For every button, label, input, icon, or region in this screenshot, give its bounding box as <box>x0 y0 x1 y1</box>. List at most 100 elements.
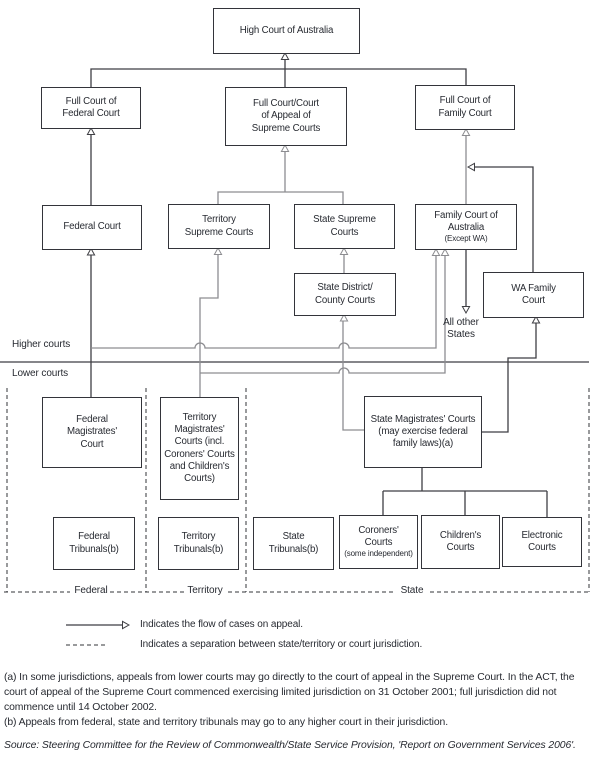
arrow-up-federal-court <box>86 247 96 256</box>
box-label: Tribunals(b) <box>268 543 319 555</box>
box-label: Courts <box>528 542 556 553</box>
wa-family-to-full-family-line <box>475 166 534 272</box>
box-label: Court <box>522 295 545 306</box>
box-label: Courts) <box>184 472 215 484</box>
arrow-up-full-family <box>461 127 471 136</box>
box-high-court: High Court of Australia <box>213 8 360 54</box>
arrow-up-state-supreme <box>339 246 349 255</box>
box-label: Full Court/Court <box>253 98 319 110</box>
box-territory-supreme: Territory Supreme Courts <box>168 204 270 249</box>
territory-magistrates-to-family-aus-line <box>200 256 446 374</box>
lower-courts-label: Lower courts <box>12 368 69 379</box>
box-label: Federal Court <box>62 108 120 119</box>
footnote-b: (b) Appeals from federal, state and terr… <box>4 717 449 728</box>
box-label: Magistrates' <box>66 426 118 438</box>
box-label: State Supreme <box>313 214 376 226</box>
gray-lines <box>91 136 467 431</box>
box-label: Federal <box>76 414 108 426</box>
box-federal-tribunals: Federal Tribunals(b) <box>53 517 135 570</box>
box-label: WA Family <box>511 282 556 294</box>
box-label: of Appeal of <box>261 110 311 122</box>
footnote-a-line3: commence until 14 October 2002. <box>4 702 157 713</box>
box-label: County Courts <box>315 294 375 306</box>
arrow-up-family-aus-2 <box>440 247 450 256</box>
box-sublabel: (some independent) <box>344 549 413 559</box>
arrow-up-high-court <box>280 51 290 60</box>
box-wa-family: WA Family Court <box>483 272 584 318</box>
box-label: Electronic <box>521 529 563 541</box>
box-coroners-courts: Coroners' Courts (some independent) <box>339 515 418 569</box>
high-court-bus-line <box>90 68 467 87</box>
box-label: Coroners' Courts <box>164 448 235 460</box>
box-label: Family Court of <box>434 210 498 222</box>
state-magistrates-subcourts-tree <box>382 466 548 517</box>
arrow-down-all-other-states <box>461 306 471 315</box>
arrow-up-full-supreme <box>280 143 290 152</box>
box-label: Territory <box>202 214 236 226</box>
box-full-court-federal: Full Court of Federal Court <box>41 87 141 129</box>
source-line: Source: Steering Committee for the Revie… <box>4 740 576 751</box>
all-other-states-label: All other States <box>443 317 479 340</box>
footnote-a-line2: court of appeal of the Supreme Court com… <box>4 687 557 698</box>
box-state-supreme: State Supreme Courts <box>294 204 395 249</box>
box-state-magistrates: State Magistrates' Courts (may exercise … <box>364 396 482 468</box>
state-jurisdiction-label: State <box>400 585 424 596</box>
state-magistrates-to-wa-family-line <box>480 323 537 433</box>
footnote-a-line1: (a) In some jurisdictions, appeals from … <box>4 672 575 683</box>
arrowheads <box>86 51 541 630</box>
box-label: Coroners' <box>358 525 399 537</box>
higher-courts-label: Higher courts <box>12 339 71 350</box>
box-label: Magistrates' <box>174 424 225 436</box>
box-full-court-supreme: Full Court/Court of Appeal of Supreme Co… <box>225 87 347 146</box>
box-label: Territory <box>181 531 216 543</box>
box-childrens-courts: Children's Courts <box>421 515 500 569</box>
arrow-up-state-district <box>339 313 349 322</box>
arrow-right-legend <box>122 620 131 630</box>
box-label: Federal Court <box>63 221 121 233</box>
box-label: State Magistrates' Courts <box>370 413 476 425</box>
arrow-up-wa-family <box>531 315 541 324</box>
box-label: and Children's <box>169 460 230 472</box>
box-sublabel: (Except WA) <box>444 234 488 244</box>
legend-flow-label: Indicates the flow of cases on appeal. <box>140 619 303 630</box>
box-label: (may exercise federal <box>378 425 468 437</box>
federal-magistrates-to-family-aus-line <box>91 256 437 349</box>
state-magistrates-to-district-line <box>342 321 364 431</box>
box-label: Australia <box>447 222 485 234</box>
legend-separation-label: Indicates a separation between state/ter… <box>140 639 423 650</box>
box-territory-tribunals: Territory Tribunals(b) <box>158 517 239 570</box>
box-federal-court: Federal Court <box>42 205 142 250</box>
box-label: Children's <box>439 529 482 541</box>
box-territory-magistrates: Territory Magistrates' Courts (incl. Cor… <box>160 397 239 500</box>
jurisdiction-separators <box>4 388 590 646</box>
box-full-court-family: Full Court of Family Court <box>415 85 515 130</box>
box-label: Federal <box>78 531 110 543</box>
arrow-left-full-family-join <box>466 162 475 172</box>
arrow-up-full-federal <box>86 126 96 135</box>
box-family-court-australia: Family Court of Australia (Except WA) <box>415 204 517 250</box>
box-label: Courts <box>364 537 393 549</box>
box-label: family laws)(a) <box>392 438 454 450</box>
vertical-separators <box>6 388 590 592</box>
box-state-district: State District/ County Courts <box>294 273 396 316</box>
box-label: Court <box>80 438 104 450</box>
box-label: Tribunals(b) <box>69 543 119 555</box>
box-label: Full Court of <box>439 95 491 107</box>
box-label: Supreme Courts <box>251 122 321 134</box>
dark-lines <box>0 60 589 626</box>
supreme-courts-bar-line <box>217 152 344 204</box>
territory-jurisdiction-label: Territory <box>187 585 223 596</box>
territory-magistrates-to-supreme-line <box>199 255 219 397</box>
box-label: Courts <box>446 542 475 553</box>
box-label: Courts <box>330 226 359 238</box>
box-federal-magistrates: Federal Magistrates' Court <box>42 397 142 468</box>
box-label: State District/ <box>317 282 373 294</box>
federal-jurisdiction-label: Federal <box>74 585 108 596</box>
box-label: Territory <box>182 411 217 423</box>
box-label: Courts (incl. <box>174 436 225 448</box>
box-electronic-courts: Electronic Courts <box>502 517 582 567</box>
box-label: Full Court of <box>65 95 117 107</box>
box-label: Family Court <box>438 107 492 119</box>
